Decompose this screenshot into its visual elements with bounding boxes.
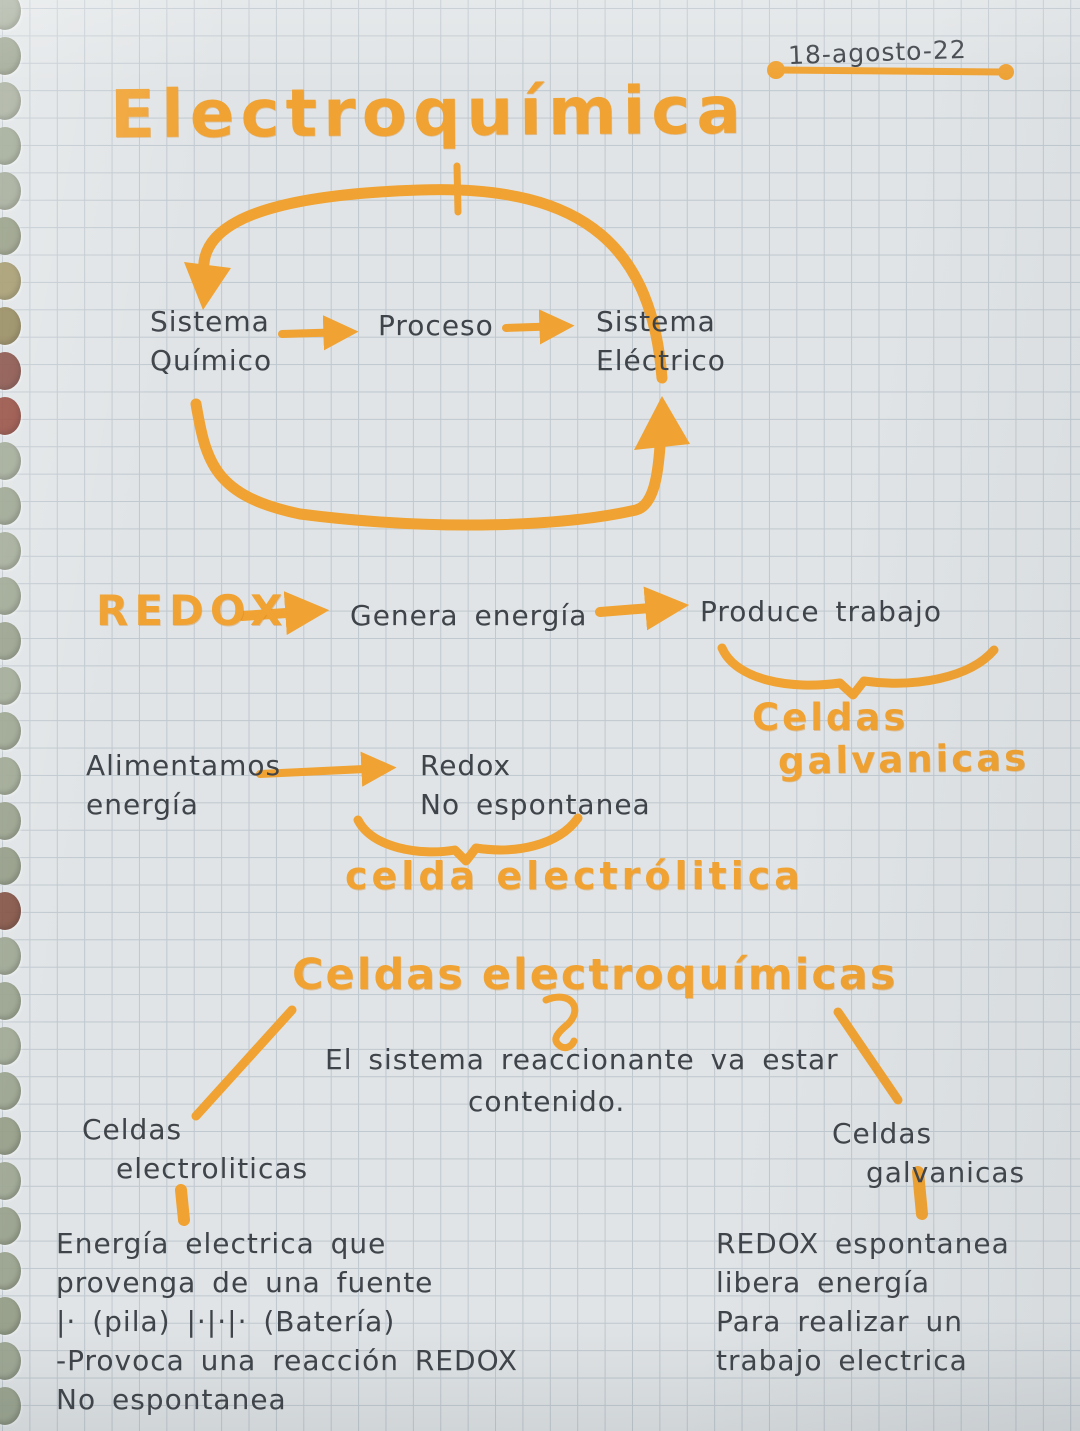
binding-hole (0, 217, 21, 255)
alimentamos-line1: Alimentamos (86, 749, 282, 782)
binding-hole (0, 1207, 21, 1245)
branch-line-right (833, 1007, 903, 1105)
binding-hole (0, 82, 21, 120)
node-sistema-quimico-line2: Químico (150, 344, 273, 377)
binding-hole (0, 1252, 21, 1290)
binding-hole (0, 307, 21, 345)
binding-hole (0, 352, 21, 390)
redox-line2: No espontanea (420, 788, 651, 821)
subtitle-line1: El sistema reaccionante va estar (325, 1043, 839, 1076)
binding-hole (0, 802, 21, 840)
binding-hole (0, 127, 21, 165)
right-branch-line1: Celdas (832, 1117, 933, 1150)
right-notes-line: Para realizar un (716, 1305, 963, 1338)
binding-hole (0, 1072, 21, 1110)
cycle-bottom-arc (190, 398, 666, 531)
node-sistema-electrico-line1: Sistema (596, 305, 716, 338)
node-sistema-quimico-line1: Sistema (150, 305, 270, 338)
right-branch-label: Celdas galvanicas (832, 1114, 1025, 1192)
left-notes: Energía electrica que provenga de una fu… (56, 1224, 518, 1419)
left-notes-line: provenga de una fuente (56, 1266, 434, 1299)
cycle-bottom-arrowhead-icon (634, 396, 690, 450)
left-branch-line1: Celdas (82, 1113, 183, 1146)
binding-hole (0, 442, 21, 480)
binding-hole (0, 172, 21, 210)
left-branch-line2: electroliticas (116, 1152, 309, 1185)
arrow-sistema-quimico-to-proceso (278, 315, 359, 351)
node-sistema-quimico: Sistema Químico (150, 302, 272, 380)
page-title: Electroquímica (109, 71, 748, 154)
binding-hole (0, 982, 21, 1020)
right-notes-line: libera energía (716, 1266, 931, 1299)
left-notes-line: No espontanea (56, 1383, 287, 1416)
redox-no-espontanea-label: Redox No espontanea (420, 746, 651, 824)
binding-hole (0, 262, 21, 300)
node-sistema-electrico: Sistema Eléctrico (596, 302, 726, 380)
page-date: 18-agosto-22 (787, 34, 968, 71)
left-branch-label: Celdas electroliticas (82, 1110, 308, 1188)
left-notes-line: |· (pila) |·|·|· (Batería) (56, 1305, 396, 1338)
date-underline-right-dot (998, 64, 1014, 80)
binding-hole (0, 1387, 21, 1425)
binding-hole (0, 937, 21, 975)
binding-hole (0, 667, 21, 705)
binding-hole (0, 847, 21, 885)
celdas-galvanicas-brace-label-line1: Celdas (752, 696, 909, 739)
left-notes-line: Energía electrica que (56, 1227, 387, 1260)
binding-hole (0, 1027, 21, 1065)
redox-label: REDOX (96, 586, 289, 635)
title-connector-line (453, 162, 462, 216)
binding-hole (0, 37, 21, 75)
binding-hole (0, 487, 21, 525)
redox-line1: Redox (420, 749, 512, 782)
alimentamos-line2: energía (86, 788, 199, 821)
binding-hole (0, 1117, 21, 1155)
alimentamos-energia-label: Alimentamos energía (86, 746, 281, 824)
binding-hole (0, 1297, 21, 1335)
binding-hole (0, 1162, 21, 1200)
arrow-genera-to-produce-trabajo (595, 586, 690, 631)
tick-left-notes (175, 1184, 190, 1226)
binding-hole (0, 577, 21, 615)
binding-hole (0, 757, 21, 795)
right-notes: REDOX espontanea libera energía Para rea… (716, 1224, 1010, 1380)
binding-hole (0, 0, 21, 30)
produce-trabajo-label: Produce trabajo (700, 595, 942, 628)
node-proceso: Proceso (378, 309, 494, 342)
right-notes-line: REDOX espontanea (716, 1227, 1010, 1260)
branch-line-left (191, 1005, 297, 1121)
subtitle-line2: contenido. (468, 1085, 626, 1118)
celdas-galvanicas-brace-label-line2: galvanicas (777, 736, 1030, 783)
celda-electrolitica-heading: celda electrólitica (345, 854, 804, 898)
binding-hole (0, 712, 21, 750)
celdas-electroquimicas-heading: Celdas electroquímicas (292, 950, 898, 1000)
right-branch-line2: galvanicas (866, 1156, 1026, 1189)
node-sistema-electrico-line2: Eléctrico (596, 344, 726, 377)
cycle-top-arc (198, 184, 668, 384)
binding-hole (0, 1342, 21, 1380)
date-underline (774, 66, 1006, 76)
left-notes-line: -Provoca una reacción REDOX (56, 1344, 518, 1377)
binding-hole (0, 622, 21, 660)
binding-hole (0, 397, 21, 435)
brace-under-produce-trabajo (717, 643, 999, 700)
binding-hole (0, 892, 21, 930)
date-underline-left-dot (767, 61, 785, 79)
genera-energia-label: Genera energía (350, 599, 588, 632)
binding-hole (0, 532, 21, 570)
arrow-proceso-to-sistema-electrico (502, 309, 575, 345)
right-notes-line: trabajo electrica (716, 1344, 968, 1377)
